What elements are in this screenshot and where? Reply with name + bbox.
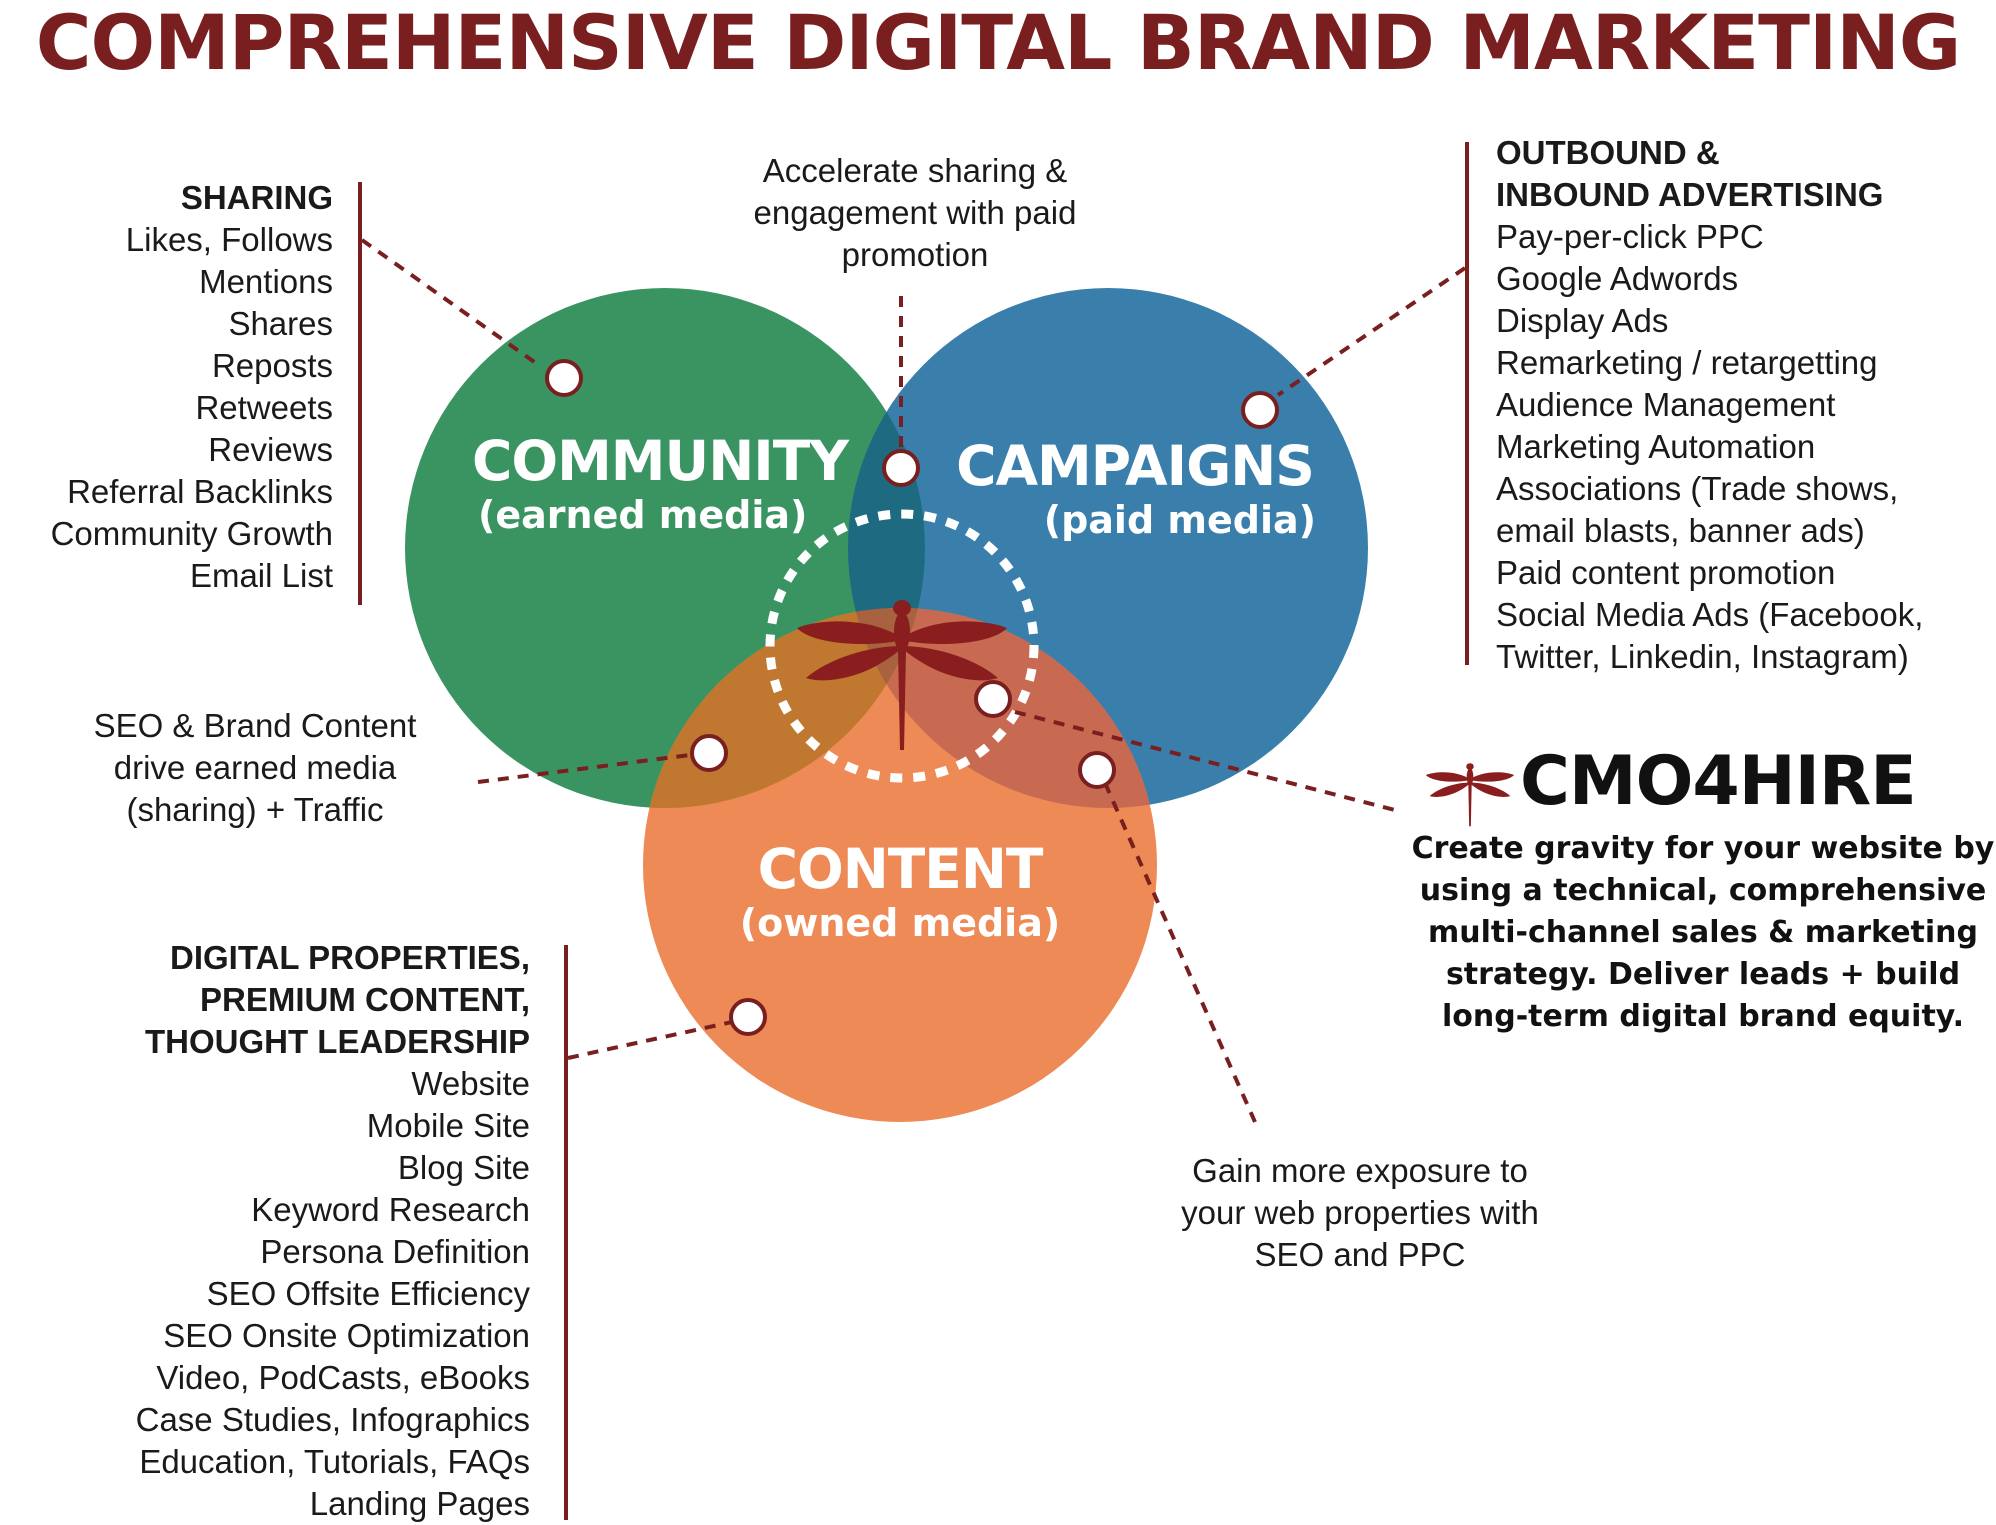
marker-brand <box>974 680 1012 718</box>
marker-accelerate <box>882 449 920 487</box>
content-subtitle: (owned media) <box>739 901 1061 945</box>
list-item: Keyword Research <box>251 1191 530 1228</box>
list-item: Twitter, Linkedin, Instagram) <box>1496 638 1909 675</box>
connector-advertising <box>1276 266 1467 397</box>
sharing-list: SHARING Likes, Follows Mentions Shares R… <box>51 177 333 597</box>
campaigns-subtitle: (paid media) <box>1043 498 1316 542</box>
properties-list: DIGITAL PROPERTIES, PREMIUM CONTENT, THO… <box>136 937 530 1525</box>
list-item: Blog Site <box>397 1149 530 1186</box>
content-title: CONTENT <box>757 837 1044 901</box>
list-item: Persona Definition <box>260 1233 530 1270</box>
list-item: Remarketing / retargetting <box>1496 344 1878 381</box>
marker-advertising <box>1241 391 1279 429</box>
list-item: Video, PodCasts, eBooks <box>156 1359 530 1396</box>
properties-heading-line-1: DIGITAL PROPERTIES, <box>170 939 530 976</box>
marker-exposure <box>1078 751 1116 789</box>
list-item: Reposts <box>211 347 333 384</box>
list-item: Mentions <box>199 263 333 300</box>
list-item: Social Media Ads (Facebook, <box>1496 596 1924 633</box>
list-item: email blasts, banner ads) <box>1496 512 1865 549</box>
brand-name: CMO4HIRE <box>1520 742 1917 821</box>
annotation-line: SEO and PPC <box>1254 1236 1466 1273</box>
campaigns-content-overlap <box>848 608 1157 808</box>
list-item: Retweets <box>195 389 333 426</box>
connector-exposure <box>1103 782 1257 1123</box>
list-item: Google Adwords <box>1496 260 1739 297</box>
list-item: Audience Management <box>1496 386 1836 423</box>
list-item: Marketing Automation <box>1496 428 1816 465</box>
marker-sharing <box>545 359 583 397</box>
core-dashed-ring <box>765 509 1039 783</box>
sharing-heading: SHARING <box>180 179 333 216</box>
connector-properties <box>567 1020 733 1060</box>
list-item: Mobile Site <box>366 1107 530 1144</box>
seo-brand-annotation: SEO & Brand Content drive earned media (… <box>60 705 450 831</box>
list-item: Email List <box>189 557 333 594</box>
annotation-line: engagement with paid <box>753 194 1077 231</box>
content-label: CONTENT (owned media) <box>720 838 1080 946</box>
community-subtitle: (earned media) <box>478 493 808 537</box>
advertising-heading-line-2: INBOUND ADVERTISING <box>1496 176 1884 213</box>
campaigns-label: CAMPAIGNS (paid media) <box>940 435 1330 543</box>
list-item: Referral Backlinks <box>67 473 333 510</box>
annotation-line: Gain more exposure to <box>1192 1152 1528 1189</box>
annotation-line: (sharing) + Traffic <box>126 791 384 828</box>
list-item: SEO Onsite Optimization <box>163 1317 530 1354</box>
annotation-line: your web properties with <box>1181 1194 1539 1231</box>
community-content-overlap <box>643 608 925 808</box>
community-label: COMMUNITY (earned media) <box>470 430 850 538</box>
campaigns-title: CAMPAIGNS <box>956 434 1315 498</box>
list-item: SEO Offsite Efficiency <box>206 1275 530 1312</box>
properties-heading-line-2: PREMIUM CONTENT, <box>200 981 530 1018</box>
list-item: Case Studies, Infographics <box>135 1401 530 1438</box>
list-item: Education, Tutorials, FAQs <box>139 1443 530 1480</box>
page-title: COMPREHENSIVE DIGITAL BRAND MARKETING <box>35 0 1961 87</box>
annotation-line: Accelerate sharing & <box>762 152 1068 189</box>
list-item: Community Growth <box>50 515 333 552</box>
list-item: Likes, Follows <box>125 221 333 258</box>
advertising-heading-line-1: OUTBOUND & <box>1496 134 1720 171</box>
brand-description: Create gravity for your website by using… <box>1411 831 1995 1034</box>
list-item: Paid content promotion <box>1496 554 1836 591</box>
list-item: Associations (Trade shows, <box>1496 470 1899 507</box>
list-item: Website <box>411 1065 530 1102</box>
properties-heading-line-3: THOUGHT LEADERSHIP <box>144 1023 530 1060</box>
annotation-line: promotion <box>841 236 989 273</box>
marker-properties <box>729 998 767 1036</box>
list-item: Shares <box>228 305 333 342</box>
community-title: COMMUNITY <box>471 429 849 493</box>
advertising-list: OUTBOUND & INBOUND ADVERTISING Pay-per-c… <box>1496 132 1923 678</box>
list-item: Pay-per-click PPC <box>1496 218 1764 255</box>
exposure-annotation: Gain more exposure to your web propertie… <box>1140 1150 1580 1276</box>
connector-sharing <box>360 238 542 368</box>
list-item: Reviews <box>208 431 333 468</box>
connector-seo-brand <box>477 753 691 784</box>
annotation-line: drive earned media <box>113 749 397 786</box>
marker-seo-brand <box>690 734 728 772</box>
annotation-line: SEO & Brand Content <box>93 707 417 744</box>
connector-brand <box>1014 710 1396 812</box>
list-item: Landing Pages <box>309 1485 530 1522</box>
list-item: Display Ads <box>1496 302 1669 339</box>
brand-logo-icon <box>1425 763 1515 827</box>
accelerate-annotation: Accelerate sharing & engagement with pai… <box>700 150 1130 276</box>
